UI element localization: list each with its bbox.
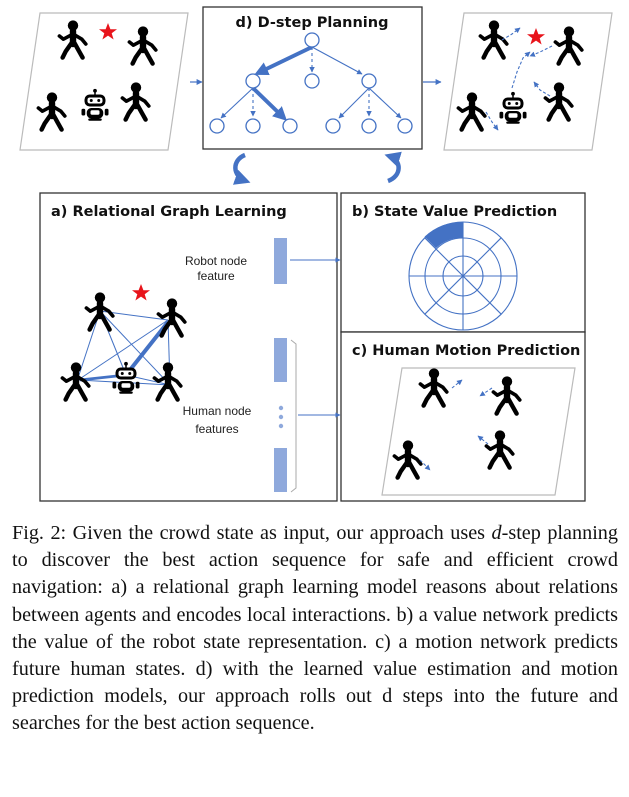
d-step-planning-panel: d) D-step Planning [202, 6, 423, 150]
robot-feature-bar [274, 238, 287, 284]
human-node-label-line1: Human node [183, 404, 252, 418]
output-crowd-scene [443, 12, 613, 151]
caption-fig-label: Fig. 2: [12, 522, 67, 544]
caption-italic-d: d [491, 522, 502, 544]
robot-node-label-line1: Robot node [185, 254, 247, 268]
goal-star-icon [99, 23, 117, 40]
human-node-label-line2: features [195, 422, 238, 436]
figure-diagram: d) D-step Planning [19, 6, 613, 502]
input-crowd-scene [19, 12, 189, 151]
goal-star-icon [132, 284, 150, 301]
relational-graph-panel: a) Relational Graph Learning Robot node … [39, 192, 338, 502]
caption-part2: -step planning to discover the best acti… [12, 522, 618, 735]
panel-b-title: b) State Value Prediction [352, 204, 557, 220]
state-value-panel: b) State Value Prediction [340, 192, 586, 333]
human-motion-panel: c) Human Motion Prediction [340, 331, 586, 502]
curved-arrow-right-icon [384, 151, 402, 184]
panel-a-title: a) Relational Graph Learning [51, 204, 287, 220]
goal-star-icon [527, 28, 545, 45]
human-feature-bar-bottom [274, 448, 287, 492]
caption-part1: Given the crowd state as input, our appr… [66, 522, 492, 544]
figure-caption: Fig. 2: Given the crowd state as input, … [12, 520, 618, 738]
highlighted-value-sector [424, 221, 463, 249]
curved-arrow-left-icon [232, 152, 251, 185]
human-feature-bar-top [274, 338, 287, 382]
panel-c-title: c) Human Motion Prediction [352, 343, 580, 359]
robot-node-label-line2: feature [197, 269, 235, 283]
panel-d-title: d) D-step Planning [236, 15, 389, 31]
